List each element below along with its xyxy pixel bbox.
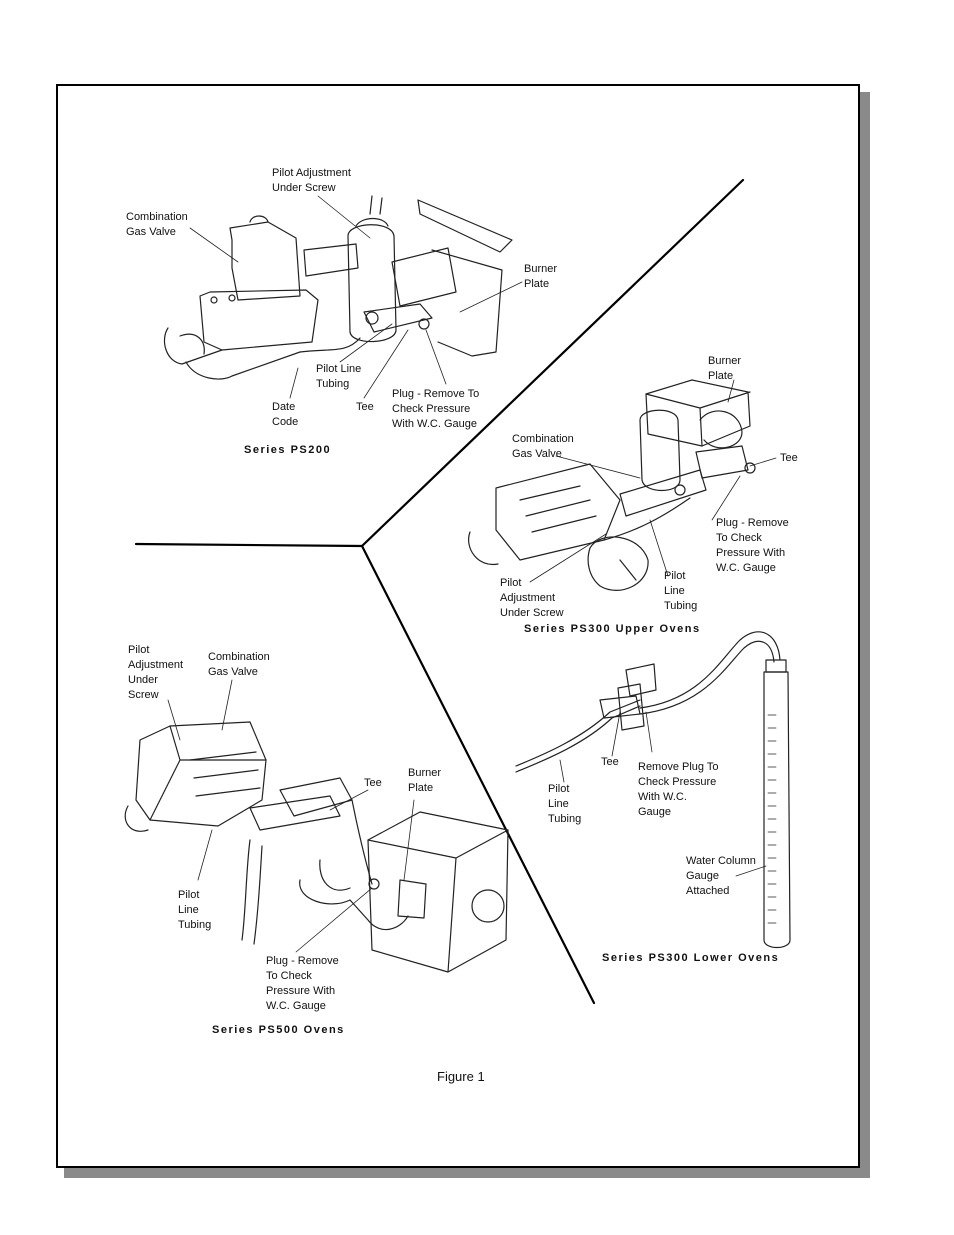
ps500-pilot-line-tubing-label: Pilot Line Tubing	[178, 889, 212, 931]
ps200-pilot-line-tubing-label: Pilot Line Tubing	[316, 363, 362, 390]
ps200-title: Series PS200	[244, 444, 332, 456]
panel-dividers	[134, 178, 745, 1005]
ps200-combination-gas-valve-label: Combination Gas Valve	[126, 211, 188, 238]
ps300-upper-leaders	[529, 379, 777, 583]
ps300-upper-combination-gas-valve-label: Combination Gas Valve	[512, 433, 574, 460]
figure-frame	[56, 84, 860, 1168]
ps200-date-code-label: Date Code	[272, 401, 299, 428]
ps500-pilot-adjustment-label: Pilot Adjustment Under Screw	[128, 644, 184, 701]
ps300-lower-title: Series PS300 Lower Ovens	[602, 952, 780, 964]
ps300-upper-pilot-line-tubing-label: Pilot Line Tubing	[664, 570, 698, 612]
ps200-valve-assembly	[163, 195, 513, 380]
ps200-tee-label: Tee	[356, 401, 374, 413]
ps500-tee-label: Tee	[364, 777, 382, 789]
ps300-upper-title: Series PS300 Upper Ovens	[524, 623, 701, 635]
ps200-leaders	[189, 195, 523, 399]
ps300-lower-water-column-label: Water Column Gauge Attached	[686, 855, 756, 897]
figure-caption: Figure 1	[437, 1069, 485, 1084]
ps300-lower-assembly	[515, 631, 791, 949]
ps300-upper-plug-label: Plug - Remove To Check Pressure With W.C…	[716, 517, 789, 574]
ps200-burner-plate-label: Burner Plate	[524, 263, 558, 290]
ps300-lower-remove-plug-label: Remove Plug To Check Pressure With W.C. …	[638, 761, 719, 818]
ps500-leaders	[167, 679, 415, 953]
ps500-burner-plate-label: Burner Plate	[408, 767, 442, 794]
ps300-upper-burner-plate-label: Burner Plate	[708, 355, 742, 382]
ps500-title: Series PS500 Ovens	[212, 1024, 345, 1036]
ps300-lower-tee-label: Tee	[601, 756, 619, 768]
water-column-scale	[767, 714, 777, 924]
ps300-upper-pilot-adjustment-label: Pilot Adjustment Under Screw	[500, 577, 564, 619]
ps500-assembly	[124, 721, 509, 973]
ps500-plug-label: Plug - Remove To Check Pressure With W.C…	[266, 955, 339, 1012]
ps500-combination-gas-valve-label: Combination Gas Valve	[208, 651, 270, 678]
ps200-pilot-adjustment-label: Pilot Adjustment Under Screw	[272, 167, 351, 194]
ps300-upper-tee-label: Tee	[780, 452, 798, 464]
ps300-lower-pilot-line-tubing-label: Pilot Line Tubing	[548, 783, 582, 825]
ps300-lower-leaders	[559, 711, 767, 877]
ps200-plug-label: Plug - Remove To Check Pressure With W.C…	[392, 388, 480, 430]
ps300-upper-assembly	[468, 379, 756, 591]
